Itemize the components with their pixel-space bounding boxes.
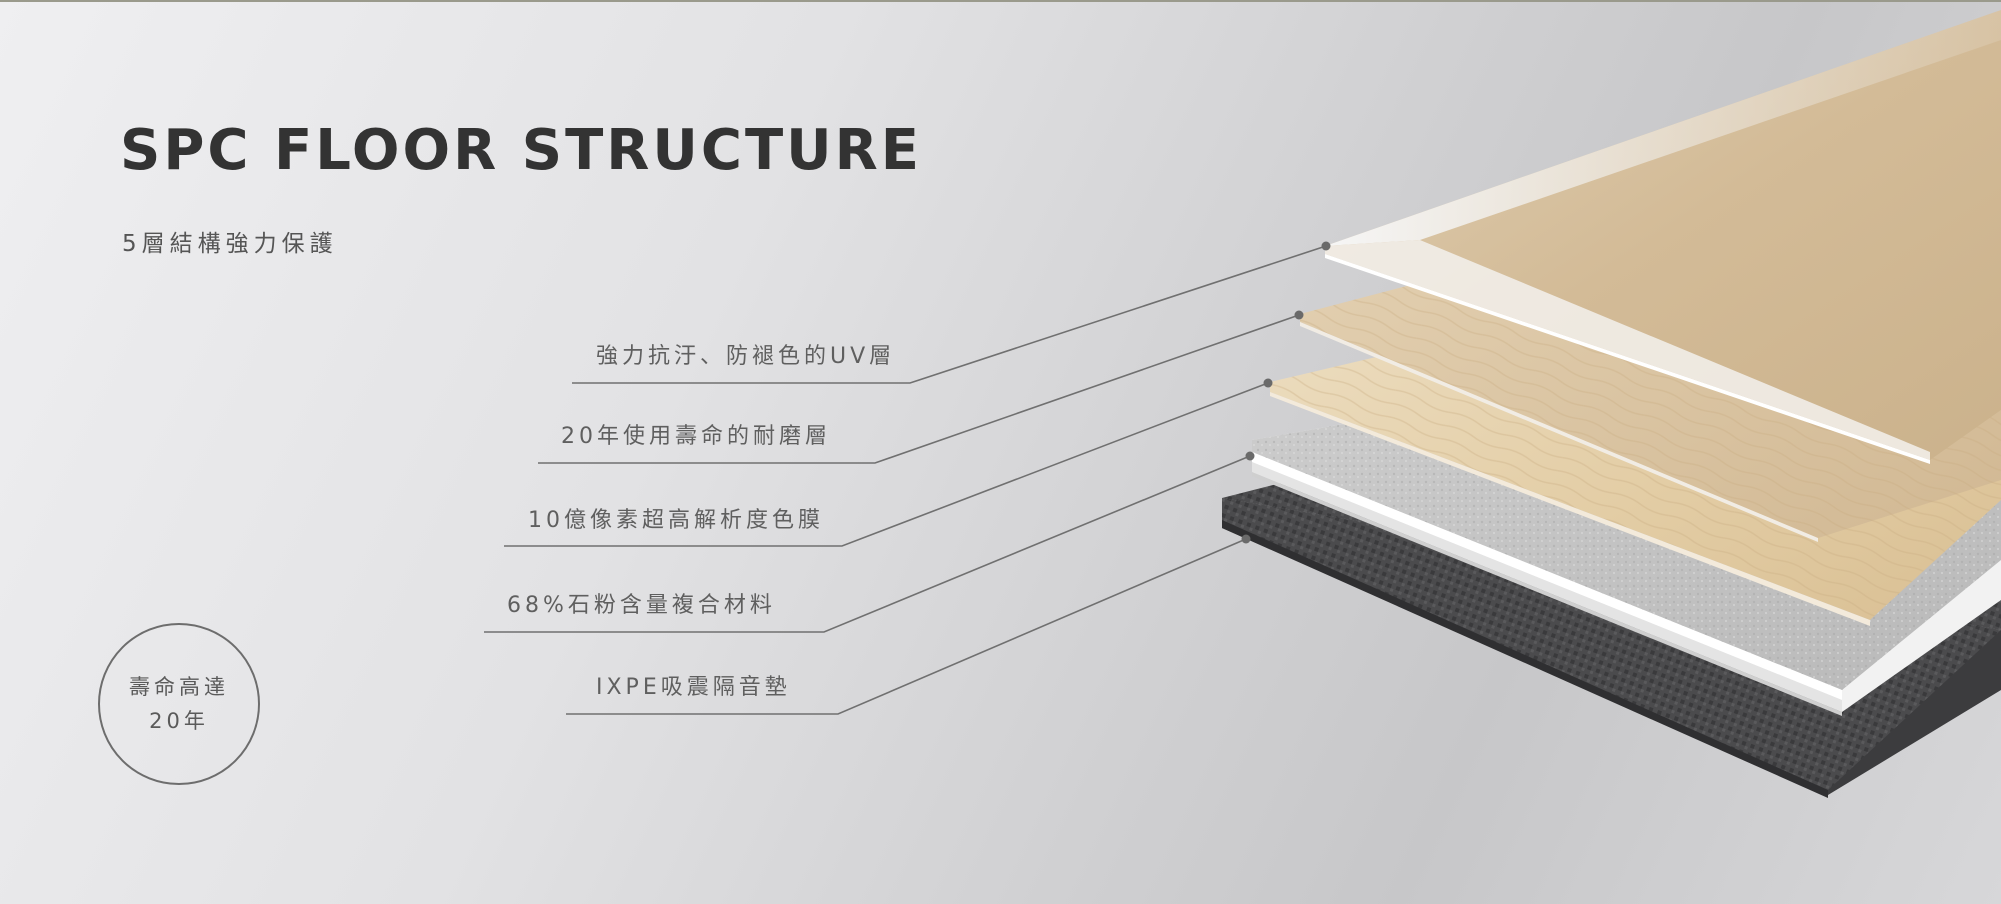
badge-line-1: 壽命高達 [129,675,229,699]
leader-dot-core [1245,451,1255,461]
layer-label-core: 68%石粉含量複合材料 [507,593,776,618]
uv-layer-shape [1325,10,2001,464]
leader-dot-uv [1321,241,1331,251]
leader-line-film [504,382,1269,547]
page-subtitle: 5層結構強力保護 [122,231,338,257]
top-rule [0,0,2001,2]
leader-dots [1241,241,1331,544]
leader-dot-wear [1294,310,1304,320]
badge-line-2: 20年 [149,709,209,733]
layer-label-wear: 20年使用壽命的耐磨層 [561,424,831,449]
leader-line-wear [538,314,1300,464]
layer-label-film: 10億像素超高解析度色膜 [528,508,824,533]
page-title: SPC FLOOR STRUCTURE [120,118,923,183]
layer-label-ixpe: IXPE吸震隔音墊 [596,675,791,700]
leader-dot-ixpe [1241,534,1251,544]
leader-lines [484,245,1327,715]
leader-line-ixpe [566,538,1247,715]
leader-dot-film [1263,378,1273,388]
layer-label-uv: 強力抗汙、防褪色的UV層 [596,344,896,369]
leader-line-core [484,455,1251,633]
lifespan-badge: 壽命高達 20年 [98,623,260,785]
leader-line-uv [572,245,1327,384]
